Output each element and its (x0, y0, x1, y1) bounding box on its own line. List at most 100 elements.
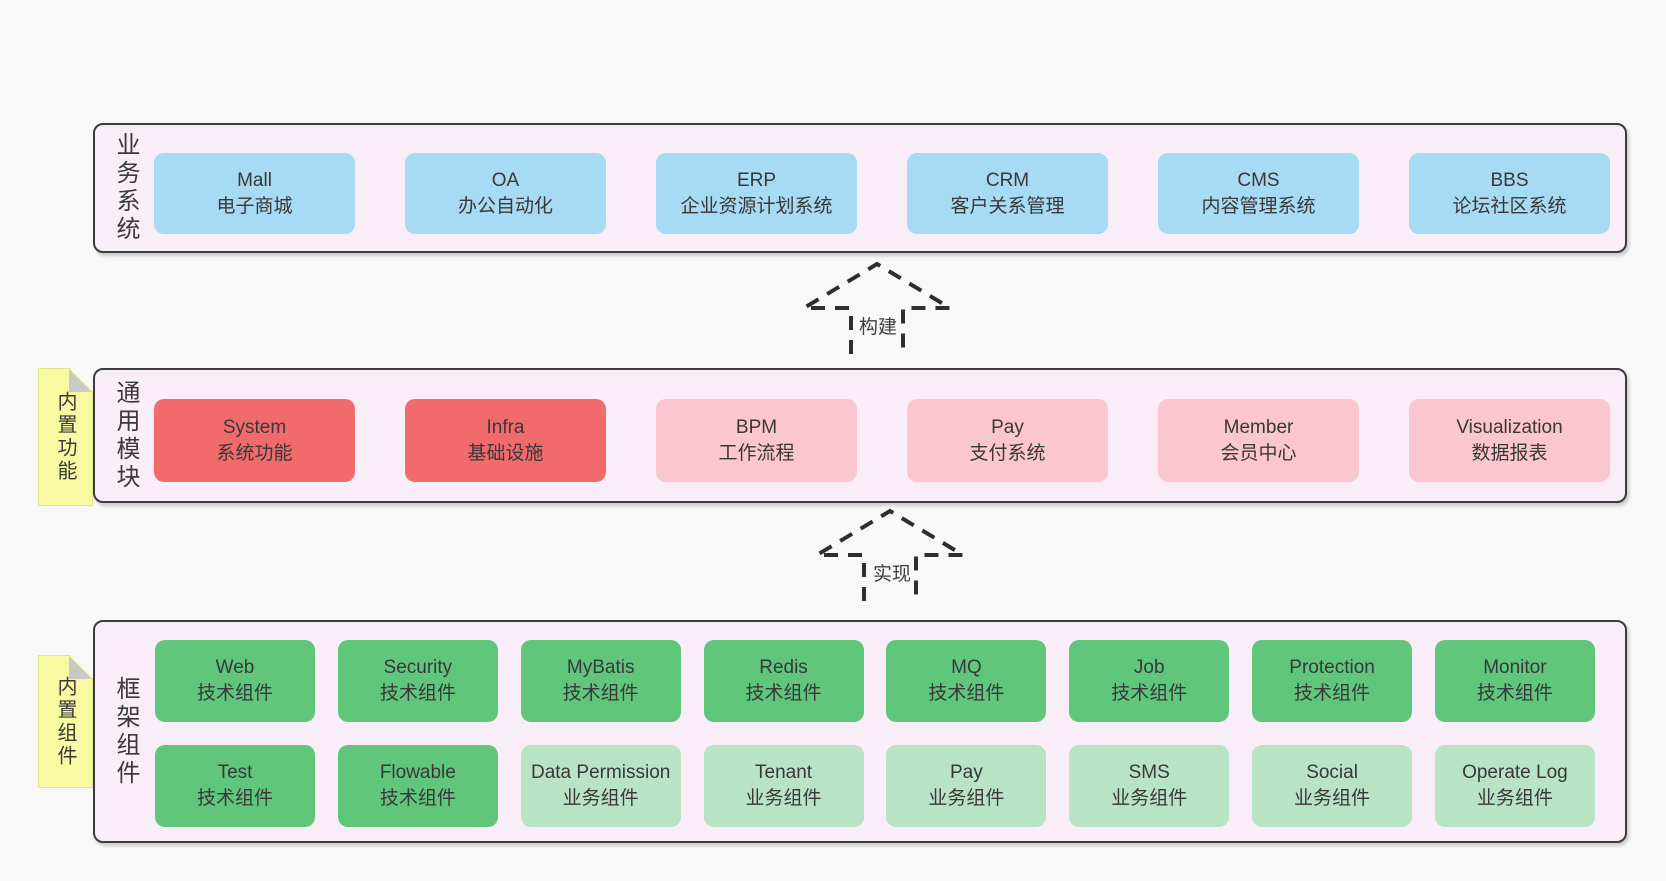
box-member: Member 会员中心 (1158, 399, 1359, 482)
box-subtitle: 技术组件 (562, 683, 639, 704)
implement-arrow-label: 实现 (870, 558, 915, 587)
built-in-functions-tag-label: 内置功能 (54, 391, 76, 483)
box-tenant: Tenant 业务组件 (703, 745, 864, 827)
box-redis: Redis 技术组件 (703, 640, 864, 722)
box-title: Operate Log (1462, 762, 1568, 783)
box-subtitle: 技术组件 (1111, 683, 1188, 704)
box-infra: Infra 基础设施 (405, 399, 606, 482)
box-subtitle: 业务组件 (1476, 788, 1553, 809)
box-subtitle: 业务组件 (562, 788, 639, 809)
box-title: Member (1223, 416, 1294, 438)
box-title: Tenant (755, 762, 813, 783)
box-flowable: Flowable 技术组件 (337, 745, 498, 827)
common-modules-row: System 系统功能 Infra 基础设施 BPM 工作流程 Pay 支付系统 Member 会… (154, 399, 1610, 482)
box-job: Job 技术组件 (1069, 640, 1230, 722)
box-title: Monitor (1483, 657, 1547, 678)
implement-arrow-icon (813, 508, 967, 601)
band-framework-label: 框架组件 (112, 675, 139, 788)
box-title: Test (217, 762, 253, 783)
box-subtitle: 系统功能 (216, 442, 293, 464)
box-subtitle: 技术组件 (928, 683, 1005, 704)
box-subtitle: 业务组件 (1294, 788, 1371, 809)
box-title: SMS (1128, 762, 1170, 783)
box-subtitle: 工作流程 (718, 442, 795, 464)
box-subtitle: 业务组件 (1111, 788, 1188, 809)
box-system: System 系统功能 (154, 399, 355, 482)
box-subtitle: 企业资源计划系统 (680, 195, 833, 217)
box-sms: SMS 业务组件 (1069, 745, 1230, 827)
box-subtitle: 客户关系管理 (950, 195, 1065, 217)
box-subtitle: 技术组件 (1476, 683, 1553, 704)
box-social: Social 业务组件 (1252, 745, 1413, 827)
box-subtitle: 电子商城 (216, 195, 293, 217)
box-subtitle: 技术组件 (379, 788, 456, 809)
box-title: Mall (237, 169, 272, 191)
box-title: ERP (736, 169, 777, 191)
box-title: Redis (759, 657, 808, 678)
box-title: Infra (486, 416, 525, 438)
box-subtitle: 基础设施 (467, 442, 544, 464)
box-title: BBS (1490, 169, 1529, 191)
folded-corner-icon (69, 369, 92, 392)
box-title: System (222, 416, 287, 438)
box-title: Flowable (379, 762, 456, 783)
box-subtitle: 技术组件 (745, 683, 822, 704)
box-mybatis: MyBatis 技术组件 (520, 640, 681, 722)
box-protection: Protection 技术组件 (1252, 640, 1413, 722)
box-erp: ERP 企业资源计划系统 (656, 153, 857, 234)
box-mq: MQ 技术组件 (886, 640, 1047, 722)
box-subtitle: 技术组件 (379, 683, 456, 704)
box-title: Protection (1289, 657, 1375, 678)
box-subtitle: 办公自动化 (457, 195, 553, 217)
built-in-components-tag: 内置组件 (38, 655, 93, 788)
built-in-functions-tag: 内置功能 (38, 368, 93, 506)
box-pay: Pay 支付系统 (907, 399, 1108, 482)
box-title: MQ (951, 657, 982, 678)
box-title: MyBatis (566, 657, 635, 678)
box-subtitle: 论坛社区系统 (1452, 195, 1567, 217)
box-subtitle: 数据报表 (1471, 442, 1548, 464)
box-subtitle: 业务组件 (745, 788, 822, 809)
box-title: Web (215, 657, 255, 678)
build-arrow-label: 构建 (856, 311, 901, 340)
box-visualization: Visualization 数据报表 (1409, 399, 1610, 482)
box-title: Data Permission (530, 762, 671, 783)
box-mall: Mall 电子商城 (154, 153, 355, 234)
box-subtitle: 会员中心 (1220, 442, 1297, 464)
box-cms: CMS 内容管理系统 (1158, 153, 1359, 234)
box-title: OA (491, 169, 520, 191)
box-web: Web 技术组件 (155, 640, 315, 722)
band-modules-label: 通用模块 (112, 379, 139, 492)
band-business-systems: 业务系统 Mall 电子商城 OA 办公自动化 ERP 企业资源计划系统 CRM 客户关系管理… (93, 123, 1627, 253)
box-security: Security 技术组件 (337, 640, 498, 722)
box-title: Social (1306, 762, 1358, 783)
box-subtitle: 支付系统 (969, 442, 1046, 464)
box-oa: OA 办公自动化 (405, 153, 606, 234)
built-in-components-tag-label: 内置组件 (54, 675, 76, 768)
box-title: Pay (991, 416, 1024, 438)
box-title: CRM (985, 169, 1030, 191)
box-title: BPM (735, 416, 778, 438)
box-title: Security (383, 657, 453, 678)
box-bpm: BPM 工作流程 (656, 399, 857, 482)
box-title: Job (1133, 657, 1165, 678)
band-common-modules: 通用模块 System 系统功能 Infra 基础设施 BPM 工作流程 Pay 支付系统 Me… (93, 368, 1627, 503)
box-data-permission: Data Permission 业务组件 (520, 745, 681, 827)
build-arrow-icon (800, 261, 954, 354)
box-title: Visualization (1456, 416, 1563, 438)
box-subtitle: 技术组件 (196, 788, 273, 809)
box-monitor: Monitor 技术组件 (1434, 640, 1595, 722)
band-business-label: 业务系统 (112, 132, 139, 244)
box-subtitle: 内容管理系统 (1201, 195, 1316, 217)
box-title: Pay (950, 762, 983, 783)
box-crm: CRM 客户关系管理 (907, 153, 1108, 234)
business-systems-row: Mall 电子商城 OA 办公自动化 ERP 企业资源计划系统 CRM 客户关系管理 CMS 内容… (154, 153, 1610, 234)
box-subtitle: 技术组件 (196, 683, 273, 704)
box-title: CMS (1237, 169, 1280, 191)
box-test: Test 技术组件 (155, 745, 315, 827)
box-subtitle: 技术组件 (1294, 683, 1371, 704)
